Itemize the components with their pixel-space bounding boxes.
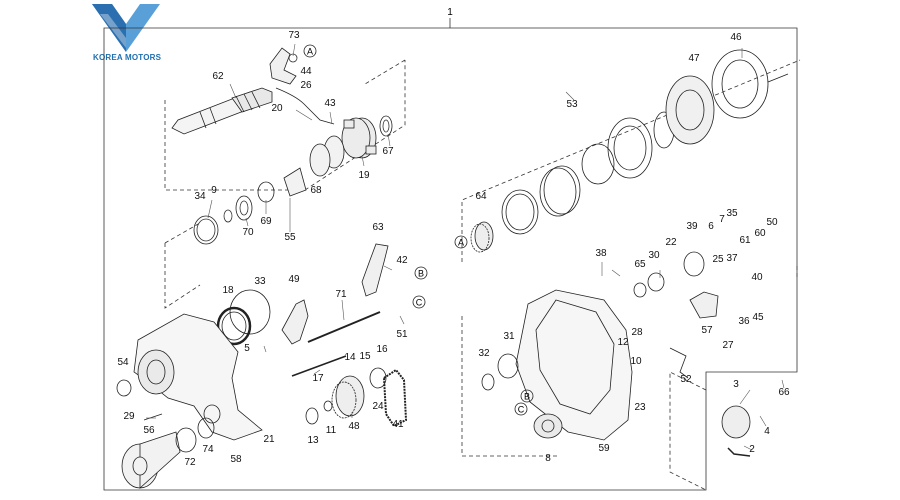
callout-18: 18 <box>222 285 234 296</box>
callout-42: 42 <box>396 255 408 266</box>
callout-19: 19 <box>358 170 370 181</box>
callout-30: 30 <box>648 250 660 261</box>
callout-62: 62 <box>212 71 224 82</box>
callout-31: 31 <box>503 331 515 342</box>
callout-22: 22 <box>665 237 677 248</box>
callout-9: 9 <box>211 185 217 196</box>
callout-66: 66 <box>778 387 790 398</box>
callout-38: 38 <box>595 248 607 259</box>
brand-name: KOREA MOTORS <box>93 53 162 62</box>
callout-28: 28 <box>631 327 643 338</box>
callout-55: 55 <box>284 232 296 243</box>
callout-16: 16 <box>376 344 388 355</box>
callout-24: 24 <box>372 401 384 412</box>
callout-50: 50 <box>766 217 778 228</box>
callout-54: 54 <box>117 357 129 368</box>
callout-56: 56 <box>143 425 155 436</box>
svg-text:C: C <box>518 405 525 415</box>
callout-43: 43 <box>324 98 336 109</box>
callout-72: 72 <box>184 457 196 468</box>
callout-32: 32 <box>478 348 490 359</box>
callout-2: 2 <box>749 444 755 455</box>
callout-45: 45 <box>752 312 764 323</box>
svg-text:A: A <box>458 238 464 248</box>
section-marker-b: B <box>414 266 428 280</box>
callout-25: 25 <box>712 254 724 265</box>
callout-60: 60 <box>754 228 766 239</box>
callout-69: 69 <box>260 216 272 227</box>
callout-48: 48 <box>348 421 360 432</box>
callout-26: 26 <box>300 80 312 91</box>
callout-47: 47 <box>688 53 700 64</box>
callout-63: 63 <box>372 222 384 233</box>
callout-27: 27 <box>722 340 734 351</box>
section-marker-a: A <box>454 235 468 249</box>
callout-14: 14 <box>344 352 356 363</box>
callout-5: 5 <box>244 343 250 354</box>
callout-53: 53 <box>566 99 578 110</box>
callout-57: 57 <box>701 325 713 336</box>
section-marker-b: B <box>520 389 534 403</box>
callout-49: 49 <box>288 274 300 285</box>
callout-13: 13 <box>307 435 319 446</box>
callout-29: 29 <box>123 411 135 422</box>
callout-15: 15 <box>359 351 371 362</box>
callout-40: 40 <box>751 272 763 283</box>
callout-61: 61 <box>739 235 751 246</box>
svg-text:A: A <box>307 47 313 57</box>
callout-35: 35 <box>726 208 738 219</box>
callout-6: 6 <box>708 221 714 232</box>
callout-39: 39 <box>686 221 698 232</box>
callout-20: 20 <box>271 103 283 114</box>
callout-10: 10 <box>630 356 642 367</box>
callout-71: 71 <box>335 289 347 300</box>
callout-37: 37 <box>726 253 738 264</box>
callout-3: 3 <box>733 379 739 390</box>
callout-11: 11 <box>326 425 337 436</box>
callout-36: 36 <box>738 316 750 327</box>
assembly-ref-label: 1 <box>447 7 453 18</box>
callout-59: 59 <box>598 443 610 454</box>
callout-12: 12 <box>617 337 629 348</box>
callout-51: 51 <box>396 329 408 340</box>
callout-64: 64 <box>475 191 487 202</box>
callout-21: 21 <box>263 434 275 445</box>
callout-8: 8 <box>545 453 551 464</box>
callout-46: 46 <box>730 32 742 43</box>
callout-58: 58 <box>230 454 242 465</box>
callout-7: 7 <box>719 214 725 225</box>
callout-52: 52 <box>680 374 692 385</box>
callout-67: 67 <box>382 146 394 157</box>
callout-41: 41 <box>392 419 404 430</box>
callout-70: 70 <box>242 227 254 238</box>
svg-text:C: C <box>416 298 423 308</box>
callout-23: 23 <box>634 402 646 413</box>
section-marker-c: C <box>514 402 528 416</box>
callout-74: 74 <box>202 444 214 455</box>
section-marker-a: A <box>303 44 317 58</box>
callout-44: 44 <box>300 66 312 77</box>
svg-text:B: B <box>418 269 424 279</box>
callout-73: 73 <box>288 30 300 41</box>
callout-34: 34 <box>194 191 206 202</box>
callout-65: 65 <box>634 259 646 270</box>
callout-4: 4 <box>764 426 770 437</box>
callout-68: 68 <box>310 185 322 196</box>
callout-17: 17 <box>312 373 324 384</box>
section-marker-c: C <box>412 295 426 309</box>
svg-text:B: B <box>524 392 530 402</box>
callout-33: 33 <box>254 276 266 287</box>
